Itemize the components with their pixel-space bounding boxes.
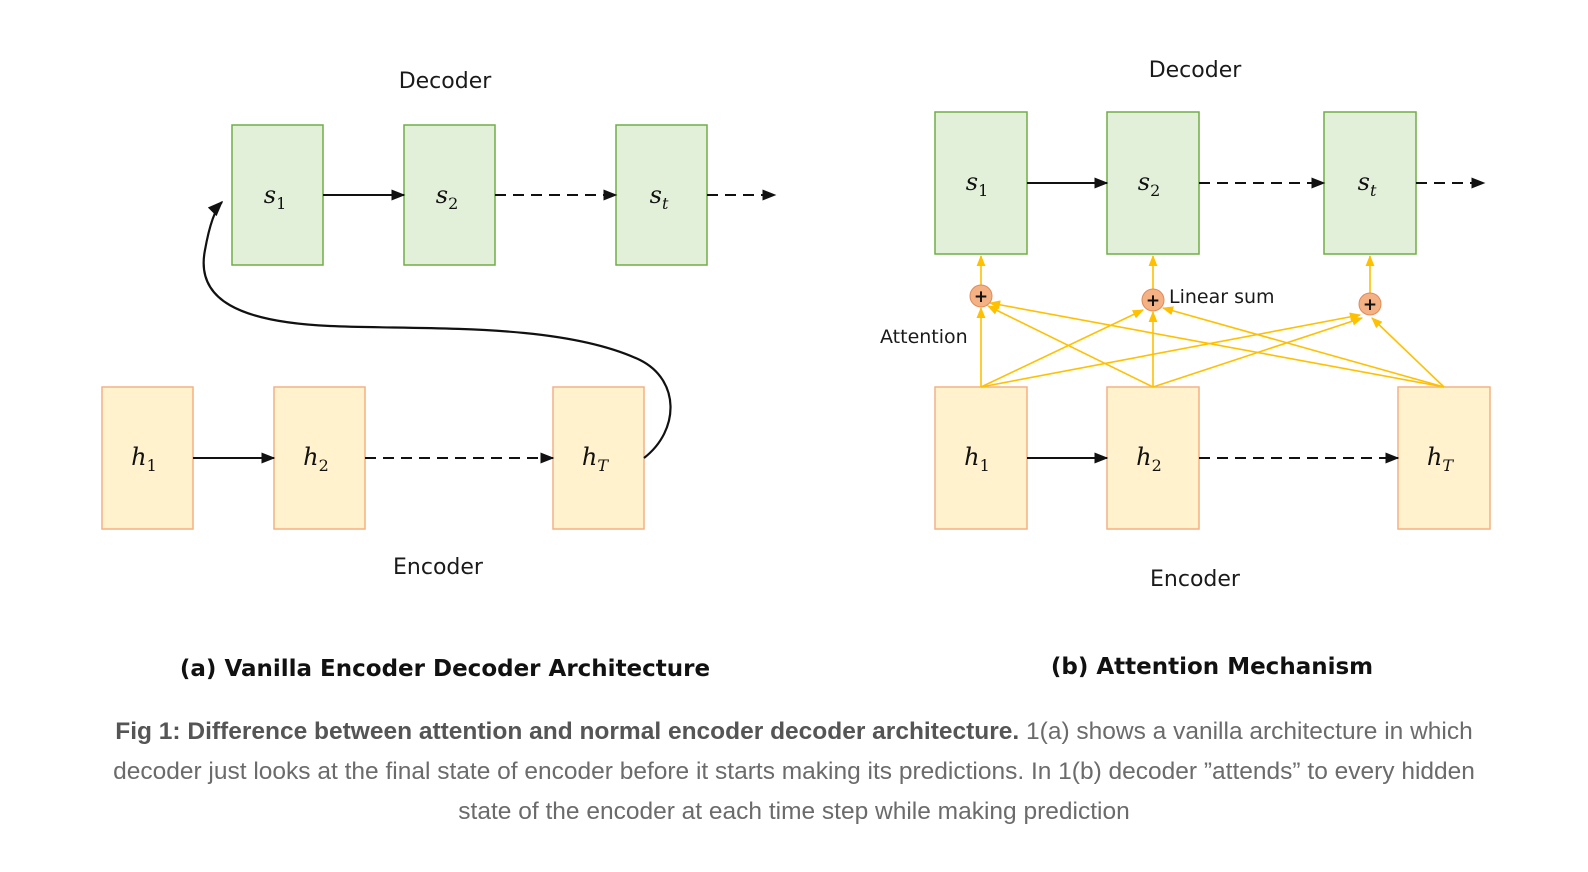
panel-a-decoder-label: Decoder <box>399 69 493 94</box>
figure-caption: Fig 1: Difference between attention and … <box>110 712 1478 832</box>
panel-b-state-hT: hT <box>1427 443 1454 475</box>
attn-hT-sum3 <box>1371 317 1445 388</box>
panel-a-decoder-box-2 <box>403 124 496 266</box>
panel-a-subtitle: (a) Vanilla Encoder Decoder Architecture <box>180 656 710 682</box>
caption-text: 1(a) shows a vanilla architecture in whi… <box>113 718 1475 825</box>
panel-a-state-h2: h2 <box>303 443 329 475</box>
panel-a-state-s1: s1 <box>264 181 287 213</box>
attn-hT-sum2 <box>1161 306 1445 388</box>
panel-a-state-s2: s2 <box>436 181 459 213</box>
panel-b-encoder-box-1 <box>934 386 1028 530</box>
panel-a-vanilla: Decoder s1 s2 st h1 h2 hT Encoder (a) Va… <box>101 69 777 682</box>
panel-b-sum-node-3: + <box>1358 292 1382 316</box>
panel-a-encoder-label: Encoder <box>393 555 484 580</box>
panel-b-subtitle: (b) Attention Mechanism <box>1051 654 1373 680</box>
sum-node-2-circle <box>1141 288 1165 312</box>
panel-b-state-st: st <box>1358 168 1377 200</box>
panel-b-linear-sum-label: Linear sum <box>1169 286 1275 308</box>
panel-b-attention: Decoder s1 s2 st h1 h2 hT <box>880 58 1491 680</box>
panel-a-state-st: st <box>650 181 669 213</box>
panel-a-context-arrow <box>202 200 672 459</box>
plus-icon: + <box>1363 295 1377 315</box>
panel-b-sum-node-2: + <box>1141 288 1165 312</box>
panel-b-sum-node-1: + <box>969 284 993 308</box>
panel-b-decoder-label: Decoder <box>1149 58 1243 83</box>
plus-icon: + <box>974 287 988 307</box>
panel-b-state-h1: h1 <box>964 443 990 475</box>
attn-h2-sum1 <box>986 305 1154 388</box>
panel-a-encoder-box-1 <box>101 386 194 530</box>
panel-b-state-s2: s2 <box>1138 168 1161 200</box>
panel-b-attention-lines <box>976 254 1445 388</box>
panel-b-state-h2: h2 <box>1136 443 1162 475</box>
attn-h1-sum3 <box>980 312 1362 388</box>
panel-b-decoder-box-2 <box>1106 111 1200 255</box>
panel-a-state-hT: hT <box>582 443 609 475</box>
panel-a-state-h1: h1 <box>131 443 157 475</box>
sum-node-1-circle <box>969 284 993 308</box>
attn-hT-sum1 <box>988 300 1445 388</box>
architecture-diagram: Decoder s1 s2 st h1 h2 hT Encoder (a) Va… <box>101 58 1491 682</box>
plus-icon: + <box>1146 291 1160 311</box>
panel-b-attention-label: Attention <box>880 326 968 348</box>
caption-bold: Fig 1: Difference between attention and … <box>115 718 1020 745</box>
attn-h2-sum3 <box>1152 316 1364 388</box>
panel-b-state-s1: s1 <box>966 168 989 200</box>
attn-h1-sum2 <box>980 309 1145 388</box>
panel-a-decoder-box-1 <box>231 124 324 266</box>
panel-a-decoder-box-t <box>615 124 708 266</box>
panel-b-decoder-box-1 <box>934 111 1028 255</box>
sum-node-3-circle <box>1358 292 1382 316</box>
panel-b-encoder-label: Encoder <box>1150 567 1241 592</box>
